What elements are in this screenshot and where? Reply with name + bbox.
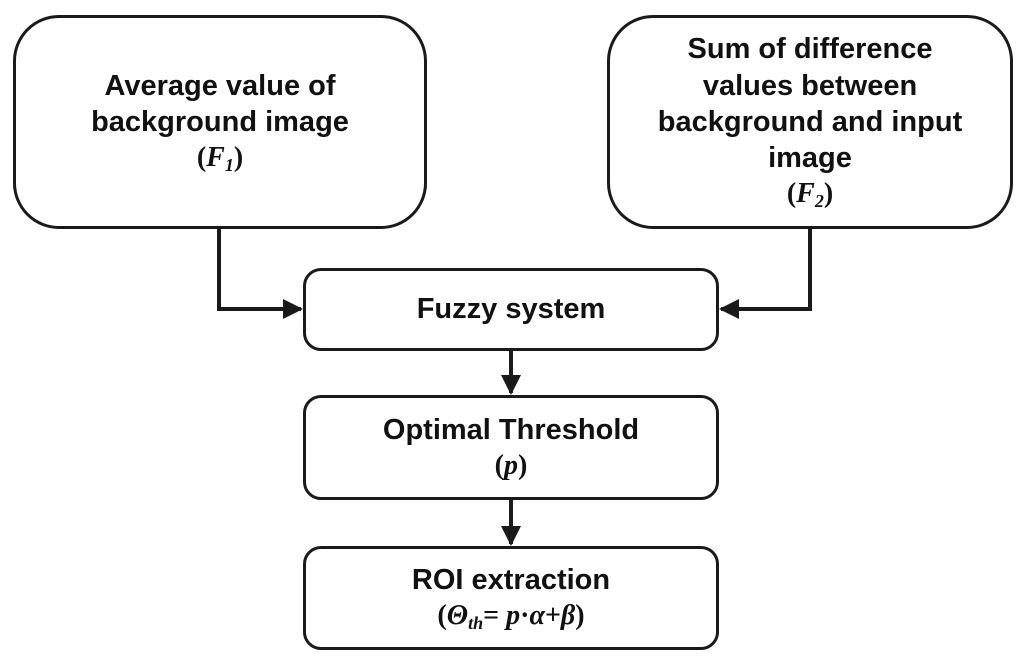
roi-beta: β [560,599,576,631]
threshold-symbol-p: p [504,450,518,482]
roi-dot: · [520,599,530,631]
node-f1-line-1: Average value of [104,69,336,102]
node-roi-label: ROI extraction [411,563,611,596]
node-f1-average-background: Average value of background image (F1) [13,15,427,229]
arrow-f2-to-fuzzy [719,229,812,319]
f1-symbol-letter: F [206,142,225,173]
roi-theta-subscript: th [468,612,484,633]
f1-symbol-subscript: 1 [224,155,234,175]
node-f2-line-1: Sum of difference [687,33,933,66]
f2-symbol-letter: F [796,178,815,210]
node-roi-formula: (Θth= p·α+β) [437,599,585,633]
node-f2-line-4: image [768,142,852,174]
arrow-f1-to-fuzzy [217,229,303,319]
node-optimal-threshold: Optimal Threshold (p) [303,395,719,500]
node-f2-sum-of-differences: Sum of difference values between backgro… [607,15,1013,229]
node-f2-line-2: values between [702,69,918,102]
node-f2-line-3: background and input [657,105,963,138]
node-fuzzy-system: Fuzzy system [303,268,719,351]
node-f1-line-2: background image [91,105,349,138]
node-f2-symbol: (F2) [786,178,834,212]
roi-plus: + [544,599,561,631]
roi-equals: = [483,599,507,631]
roi-p: p [506,599,521,631]
roi-theta: Θ [446,599,469,631]
node-fuzzy-label: Fuzzy system [416,293,606,326]
roi-alpha: α [529,599,545,631]
node-roi-extraction: ROI extraction (Θth= p·α+β) [303,546,719,650]
node-threshold-symbol: (p) [494,450,528,482]
node-threshold-label: Optimal Threshold [382,413,640,446]
node-f1-symbol: (F1) [196,142,244,175]
f2-symbol-subscript: 2 [814,191,824,212]
